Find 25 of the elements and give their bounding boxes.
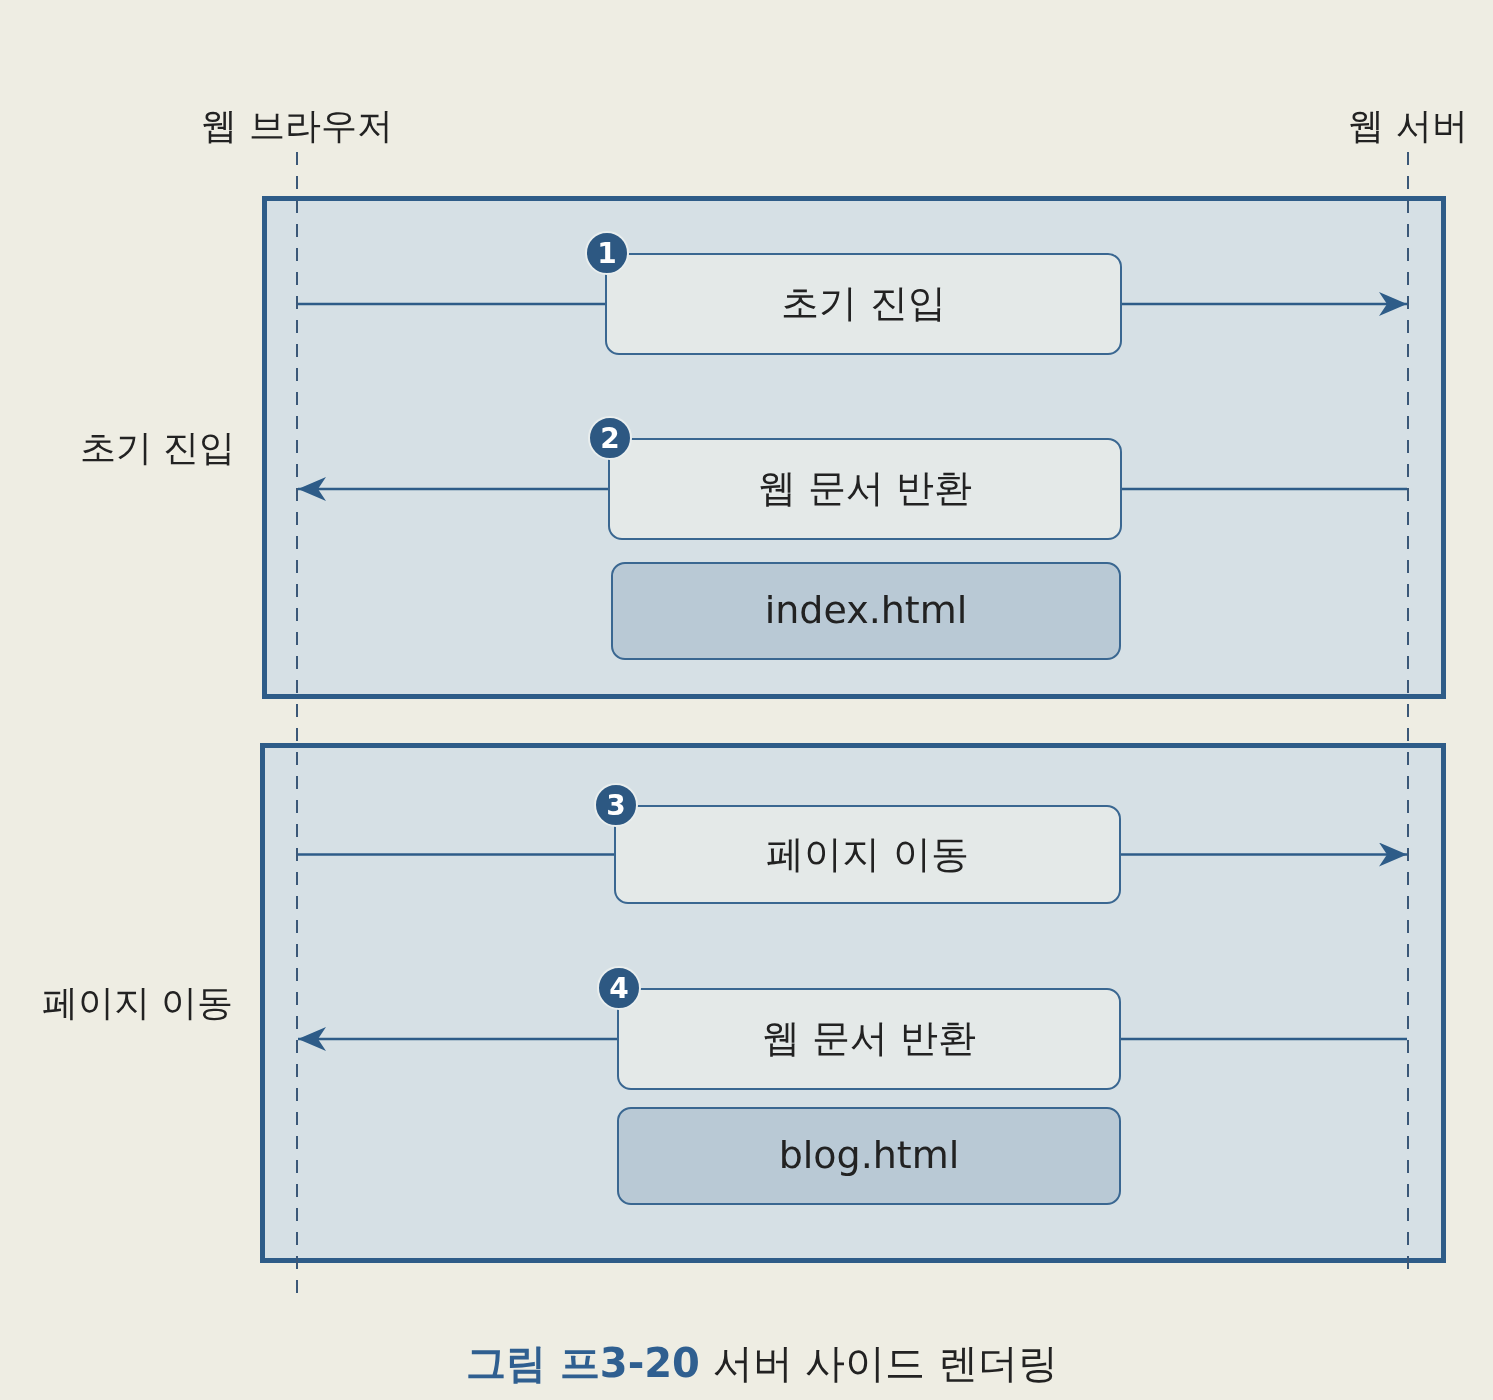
document-box	[617, 1107, 1121, 1205]
step-number-badge: 4	[597, 966, 641, 1010]
step-number-badge: 2	[588, 416, 632, 460]
arrow	[1122, 292, 1407, 316]
connector-line	[1121, 1037, 1407, 1041]
section-label: 페이지 이동	[41, 982, 233, 1024]
file-name: index.html	[764, 588, 968, 634]
connector-line	[298, 302, 605, 306]
lifeline-label: 웹 서버	[1348, 104, 1468, 146]
message-label: 웹 문서 반환	[757, 466, 973, 512]
message-label: 초기 진입	[781, 281, 946, 327]
step-number-badge: 1	[585, 231, 629, 275]
lifeline-label: 웹 브라우저	[201, 104, 393, 146]
arrow	[1121, 842, 1407, 867]
section-label: 초기 진입	[79, 426, 235, 469]
connector-line	[1122, 487, 1407, 491]
arrow	[298, 1027, 617, 1051]
arrow	[298, 477, 608, 501]
figure-caption: 그림 프3-20 서버 사이드 렌더링	[465, 1339, 1059, 1388]
file-name: blog.html	[778, 1133, 960, 1179]
message-label: 웹 문서 반환	[761, 1016, 977, 1062]
message-label: 페이지 이동	[766, 831, 969, 878]
document-box	[611, 562, 1121, 660]
step-number-badge: 3	[594, 783, 638, 827]
connector-line	[298, 853, 614, 856]
